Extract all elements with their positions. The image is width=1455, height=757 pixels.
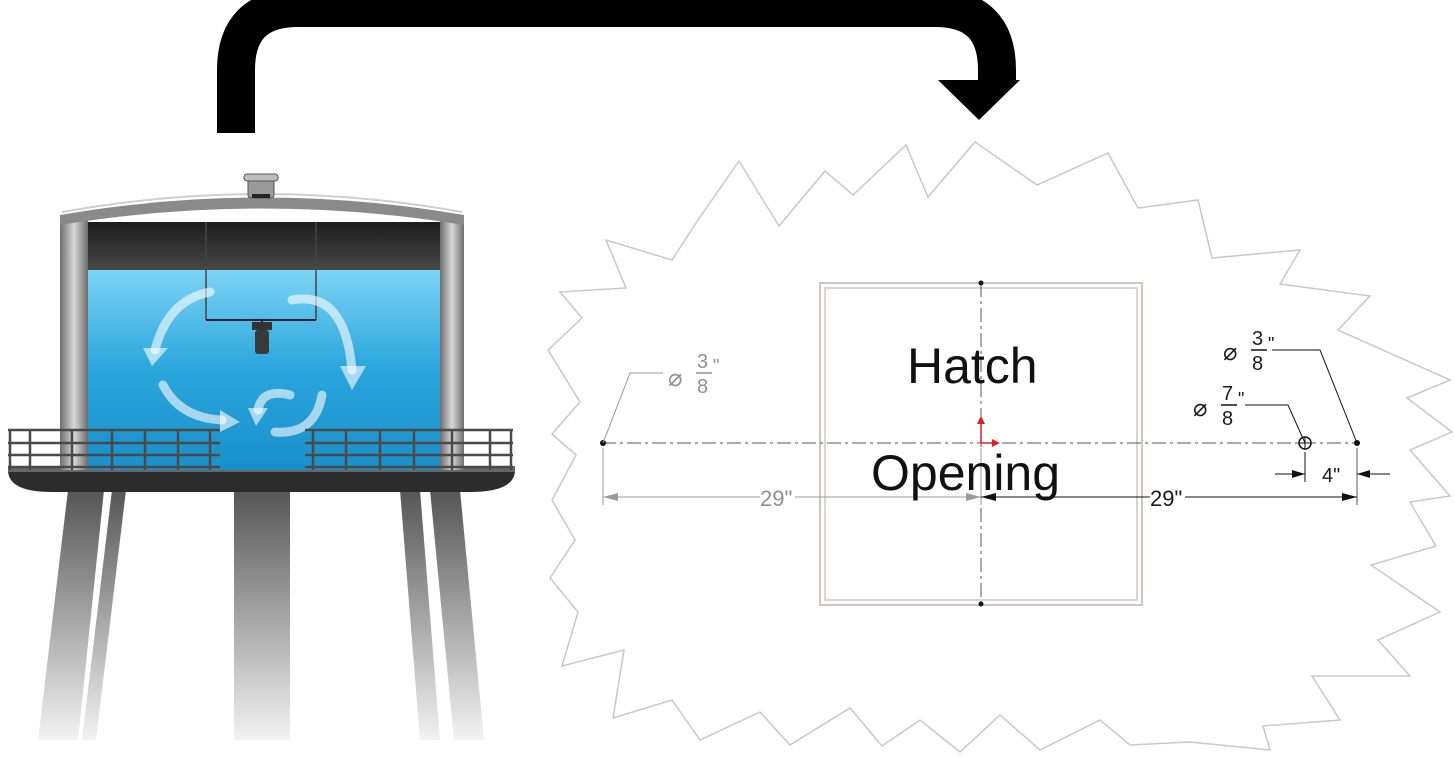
leader-left-hole: [602, 372, 663, 444]
leader-right-hole: [1272, 349, 1358, 444]
tank-headspace: [88, 222, 440, 272]
left-hole-callout: ⌀ 3 8 ": [668, 351, 719, 398]
centerline-endpoint: [978, 280, 984, 286]
tank-water: [88, 270, 440, 470]
svg-text:": ": [1268, 334, 1274, 354]
opening-label: Opening: [871, 445, 1060, 501]
hatch-label: Hatch: [907, 338, 1038, 394]
dimension-offset-value: 4": [1322, 465, 1340, 487]
svg-text:3: 3: [1252, 328, 1263, 350]
origin-axes-icon: [977, 416, 1000, 447]
water-tower: [8, 173, 515, 740]
dimension-left: [603, 493, 981, 501]
tower-legs: [38, 490, 484, 740]
right-hole-callout: ⌀ 3 8 ": [1223, 328, 1274, 375]
dimension-offset: [1275, 470, 1390, 478]
centerline-endpoint: [978, 601, 984, 607]
dimension-right-value: 29": [1150, 486, 1182, 511]
svg-text:7: 7: [1222, 383, 1233, 405]
svg-text:3: 3: [697, 351, 708, 373]
circulation-arrows-icon: [143, 287, 366, 437]
leader-center-hole: [1245, 404, 1306, 444]
svg-text:⌀: ⌀: [1193, 395, 1207, 422]
dimension-left-value: 29": [760, 486, 792, 511]
svg-text:8: 8: [697, 376, 708, 398]
tank-shell: [60, 193, 464, 470]
svg-text:": ": [713, 356, 719, 376]
svg-text:⌀: ⌀: [668, 365, 682, 392]
platform-railing-left: [8, 428, 220, 470]
svg-text:8: 8: [1222, 408, 1233, 430]
zoom-burst-outline: [547, 140, 1454, 753]
platform-railing-right: [305, 428, 513, 470]
svg-text:⌀: ⌀: [1223, 339, 1237, 366]
curved-arrow-icon: [217, 0, 1020, 133]
hatch-drawing: 29" 29" 4" ⌀ 3 8 " ⌀ 3 8 " ⌀ 7 8 " Hatch: [600, 280, 1390, 607]
svg-text:": ": [1238, 389, 1244, 409]
dimension-right: [981, 493, 1357, 501]
center-hole-callout: ⌀ 7 8 ": [1193, 383, 1244, 430]
svg-text:8: 8: [1252, 353, 1263, 375]
roof-vent: [243, 173, 279, 199]
